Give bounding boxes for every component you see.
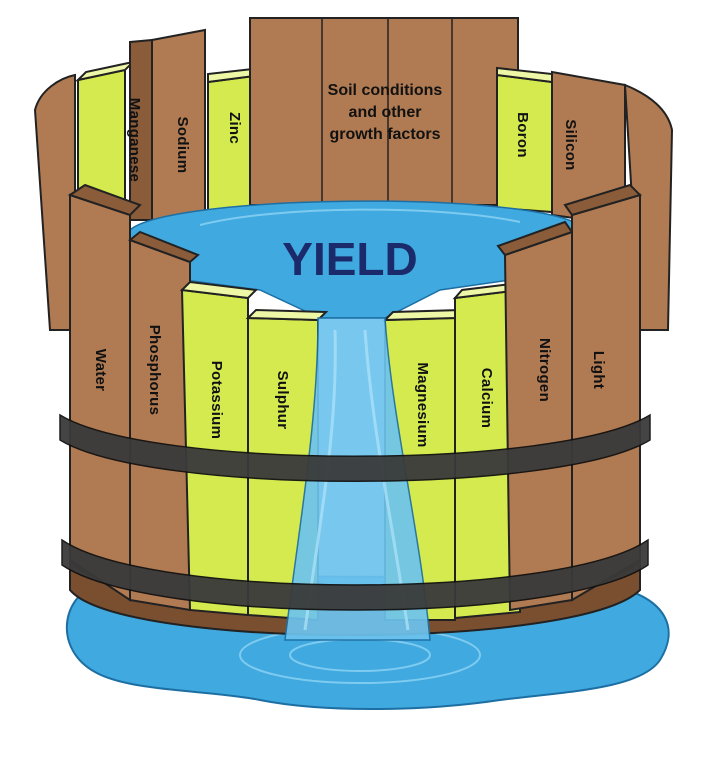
label-zinc: Zinc [226, 112, 243, 144]
soil-label-line-1: Soil conditions [328, 82, 443, 99]
label-sodium: Sodium [174, 117, 191, 174]
label-manganese: Manganese [126, 98, 143, 182]
label-calcium: Calcium [478, 368, 495, 428]
yield-label: YIELD [282, 233, 417, 285]
label-water: Water [92, 349, 109, 392]
label-potassium: Potassium [208, 361, 225, 440]
label-light: Light [590, 351, 607, 389]
stave-labels: Manganese Sodium Zinc Boron Silicon Wate… [92, 82, 607, 448]
label-silicon: Silicon [562, 119, 579, 170]
barrel-hoops [59, 413, 651, 611]
soil-label-line-3: growth factors [329, 126, 440, 143]
label-boron: Boron [514, 112, 531, 158]
label-magnesium: Magnesium [414, 362, 431, 447]
label-sulphur: Sulphur [274, 371, 291, 430]
label-phosphorus: Phosphorus [146, 325, 163, 416]
back-staves [33, 17, 674, 331]
label-nitrogen: Nitrogen [536, 338, 553, 402]
soil-label-line-2: and other [349, 104, 422, 121]
